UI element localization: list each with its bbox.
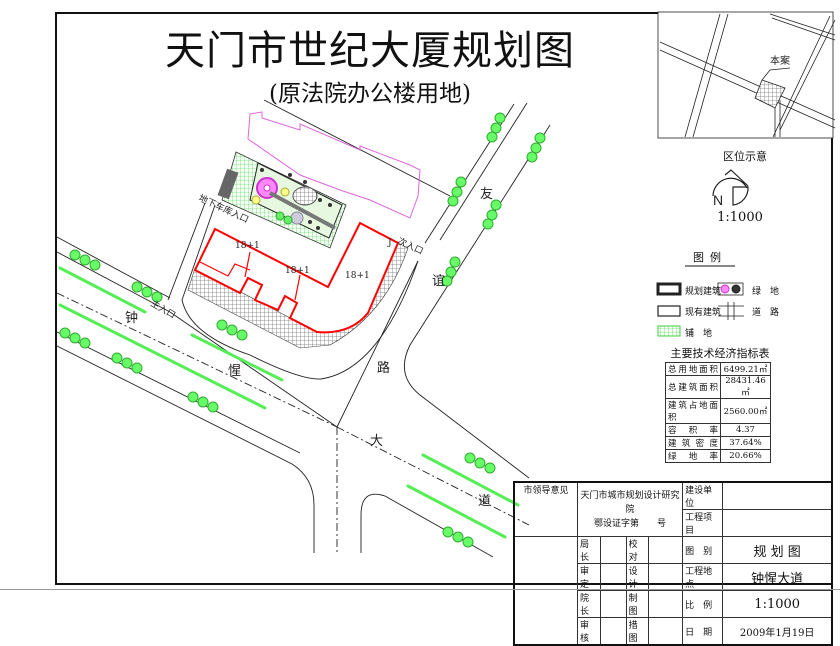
legend-label: 铺 地: [685, 329, 713, 339]
planned-building-swatch: [656, 282, 682, 296]
indicators-title: 主要技术经济指标表: [670, 347, 770, 360]
road-name-char: 谊: [432, 274, 445, 289]
road-name-char: 钟: [125, 310, 138, 326]
institute-name: 天门市城市规划设计研究院: [580, 490, 680, 515]
legend-swatches: [656, 282, 744, 337]
certificate-number: 鄂设证字第 号: [594, 518, 667, 529]
map-subtitle: (原法院办公楼用地): [269, 81, 471, 107]
existing-building: [247, 111, 421, 219]
road-name-char: 惺: [228, 364, 241, 379]
map-title: 天门市世纪大厦规划图: [165, 28, 575, 74]
legend-label: 现有建筑: [685, 308, 722, 318]
title-block: 市领导意见 天门市城市规划设计研究院鄂设证字第 号 建设单位 工程项目 局长 校…: [513, 481, 833, 646]
building-mark-label: J: [387, 238, 392, 248]
location-map: 本案: [657, 11, 836, 139]
paving-swatch: [657, 325, 681, 337]
site-label: 本案: [770, 54, 790, 67]
building-floors-label: 18+1: [235, 241, 260, 251]
legend-title: 图例: [685, 249, 735, 267]
legend-label: 规划建筑: [685, 287, 722, 297]
main-entrance-label: 主入口: [149, 297, 178, 321]
existing-building-swatch: [657, 305, 681, 317]
north-arrow-icon: N: [712, 169, 749, 208]
drawing-frame: [55, 12, 833, 585]
location-map-caption: 区位示意: [723, 150, 767, 163]
road-name-char: 道: [478, 494, 491, 509]
leader-opinion-label: 市领导意见: [513, 481, 578, 537]
page-edge: [0, 589, 840, 590]
legend-label: 道 路: [752, 308, 780, 318]
site-plan: 18+1 18+1 18+1 J 主入口 次入口 地下车库入口 钟 惺 大 道 …: [56, 11, 836, 558]
green-medians: [58, 266, 520, 539]
road-swatch: [718, 302, 744, 320]
trees: [59, 112, 546, 548]
scale-label: 1:1000: [717, 210, 763, 225]
building-floors-label: 18+1: [345, 271, 370, 281]
road-name-char: 路: [377, 360, 390, 376]
road-name-char: 友: [480, 186, 493, 202]
roads: [56, 99, 551, 558]
courtyard-green: [217, 151, 347, 249]
building-floors-label: 18+1: [285, 266, 310, 276]
legend-label: 绿 地: [752, 287, 780, 297]
planned-building: [193, 221, 400, 334]
svg-text:N: N: [713, 192, 723, 208]
road-name-char: 大: [370, 434, 383, 449]
